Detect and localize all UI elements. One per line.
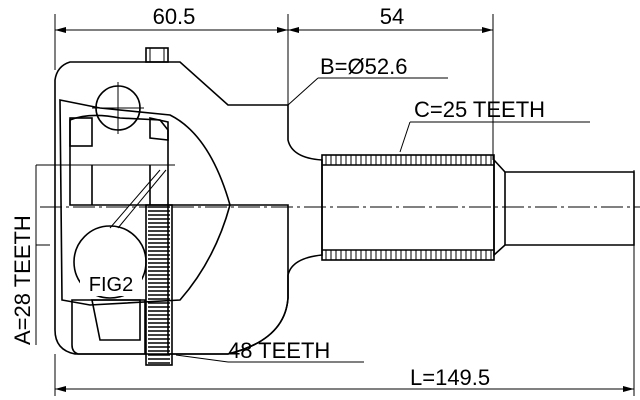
dim-total-length: L=149.5: [410, 365, 490, 390]
dim-inner-teeth: A=28 TEETH: [10, 215, 35, 345]
dim-joint-length: 60.5: [153, 4, 196, 29]
dim-shaft-teeth: C=25 TEETH: [414, 97, 545, 122]
dim-outer-diameter: B=Ø52.6: [320, 54, 407, 79]
outer-housing: [54, 47, 323, 355]
dim-shaft-length: 54: [380, 4, 404, 29]
fig2-label: FIG2: [89, 274, 133, 296]
dimension-lines: [35, 14, 635, 396]
inner-race: [69, 114, 169, 206]
spline-ticks: [325, 155, 492, 260]
lower-inner: [71, 299, 146, 355]
leader-lines: [175, 77, 590, 363]
fig2-detail: [73, 169, 167, 299]
dim-abs-ring-teeth: 48 TEETH: [228, 338, 330, 363]
ball: [92, 82, 144, 134]
abs-tone-ring: [145, 204, 173, 366]
